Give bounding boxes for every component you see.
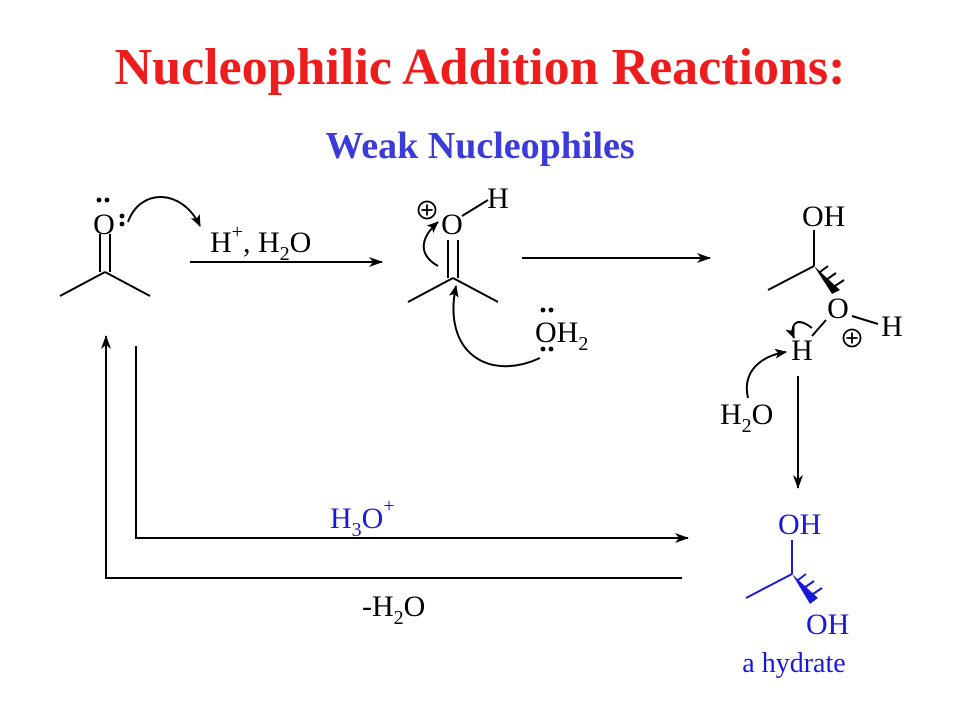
lone-pair-attack-arrow bbox=[127, 196, 201, 227]
svg-text:OH: OH bbox=[802, 200, 845, 233]
intermediate-plus-charge bbox=[842, 328, 862, 348]
dehydration-reagent: -H2O bbox=[362, 590, 425, 629]
water-nucleophile: OH2 bbox=[448, 285, 588, 368]
svg-text:H2O: H2O bbox=[720, 398, 773, 437]
nucleophilic-attack-arrow bbox=[448, 285, 541, 368]
ketone-lone-pairs bbox=[96, 197, 125, 227]
dehydration-return-arrow bbox=[101, 335, 682, 579]
ketone-left-methyl-bond bbox=[59, 271, 106, 297]
oxonium-intermediate: O H bbox=[407, 182, 509, 303]
base-water: H2O bbox=[720, 348, 787, 437]
svg-text:OH2: OH2 bbox=[535, 316, 588, 355]
pi-electron-arrow bbox=[422, 221, 439, 267]
hydrate-product: OH OH bbox=[745, 508, 849, 641]
svg-text:H: H bbox=[881, 310, 903, 343]
hydronium-reagent: H3O+ bbox=[330, 495, 395, 541]
svg-text:H+, H2O: H+, H2O bbox=[210, 221, 311, 265]
ketone-right-methyl-bond bbox=[104, 271, 151, 297]
protonation-reagents: H+, H2O bbox=[210, 221, 311, 265]
oxonium-hydrogen: H bbox=[487, 182, 509, 215]
oh-bond-break-arrow bbox=[785, 321, 813, 339]
svg-text:-H2O: -H2O bbox=[362, 590, 425, 629]
tetrahedral-intermediate: OH O H H bbox=[767, 200, 903, 367]
svg-text:H: H bbox=[791, 334, 813, 367]
oxonium-oxygen: O bbox=[441, 208, 463, 241]
svg-text:H3O+: H3O+ bbox=[330, 495, 395, 541]
ketone-molecule: O bbox=[59, 197, 151, 297]
slide-title: Nucleophilic Addition Reactions: bbox=[114, 39, 846, 96]
deprotonation-arrow bbox=[745, 348, 787, 399]
slide-subtitle: Weak Nucleophiles bbox=[325, 125, 635, 167]
oxonium-plus-charge bbox=[417, 200, 437, 220]
svg-text:OH: OH bbox=[778, 508, 821, 541]
hydronium-catalysis-arrow bbox=[135, 346, 689, 543]
product-label: a hydrate bbox=[742, 648, 845, 679]
intermediate-oxonium-oxygen: O bbox=[827, 292, 849, 325]
ketone-oxygen: O bbox=[93, 208, 115, 241]
svg-text:OH: OH bbox=[806, 608, 849, 641]
